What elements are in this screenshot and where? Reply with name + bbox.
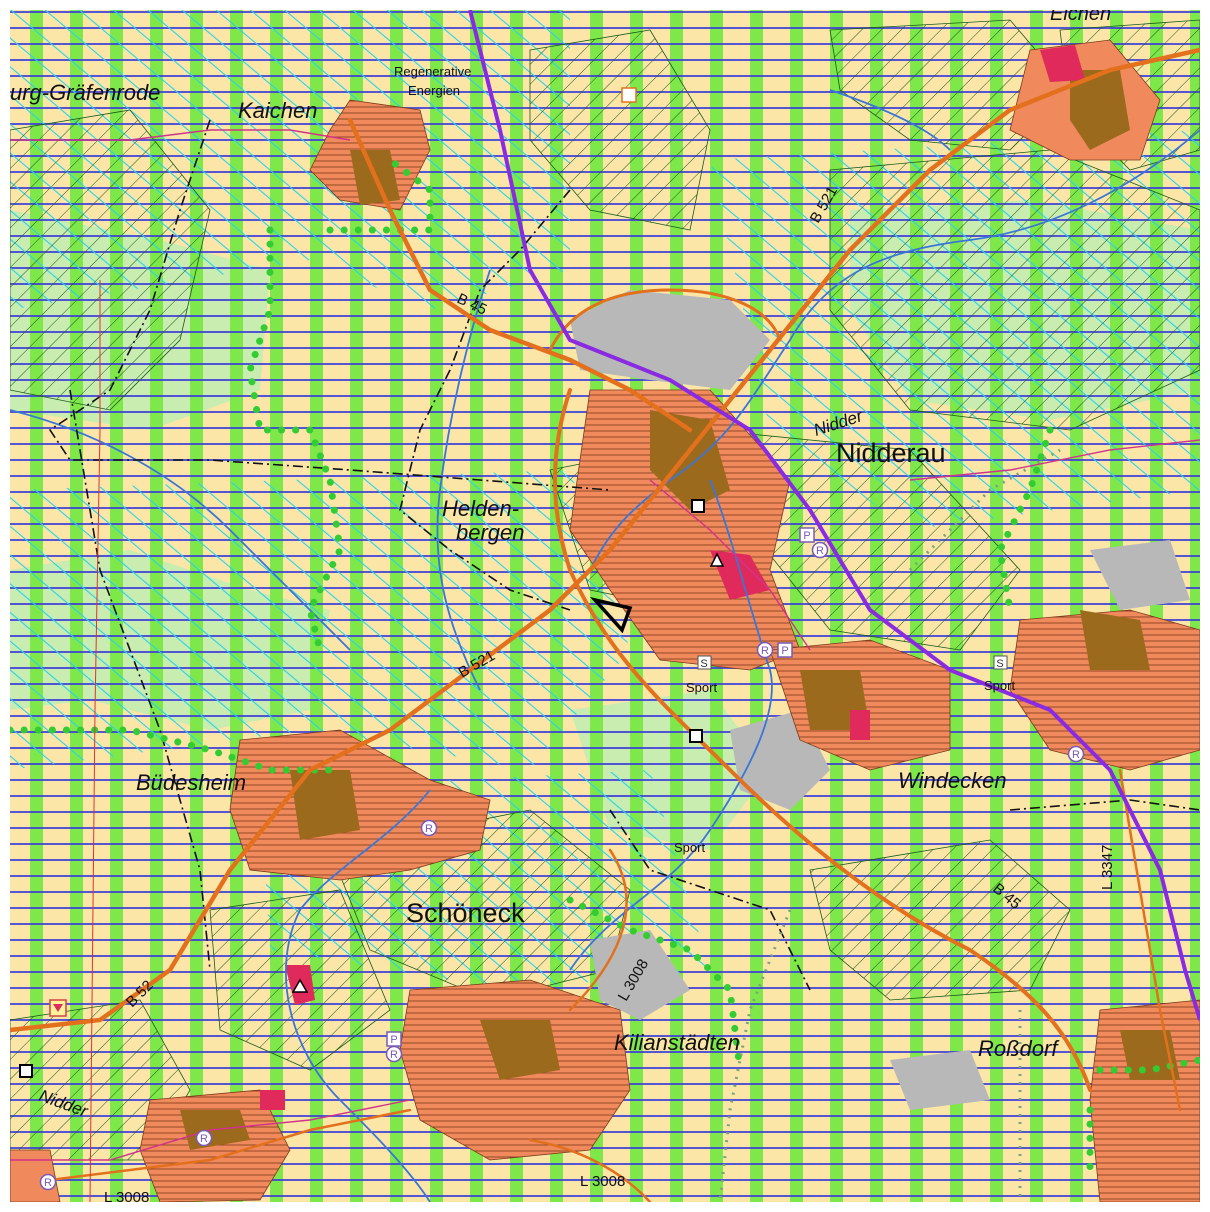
road-label-l3347: L 3347: [1099, 845, 1116, 890]
ride-icon: R: [1067, 745, 1085, 763]
svg-text:S: S: [996, 658, 1003, 670]
label-rossdorf: Roßdorf: [978, 1036, 1060, 1061]
road-label-l3008-sw: L 3008: [104, 1189, 149, 1202]
square-marker-icon: [691, 499, 705, 513]
ride-icon: R: [756, 641, 774, 659]
special-red-areas: [260, 45, 1085, 1110]
ride-icon: R: [39, 1173, 57, 1191]
svg-text:R: R: [390, 1049, 398, 1061]
triangle-marker-icon: [709, 552, 725, 567]
industrial-areas: [570, 290, 1190, 1110]
label-burg-graefenrode: urg-Gräfenrode: [10, 80, 160, 105]
svg-text:R: R: [200, 1133, 208, 1145]
label-budesheim: Büdesheim: [136, 770, 246, 795]
green-dotted-lines: [10, 156, 1200, 1184]
parking-icon: P: [799, 527, 815, 543]
sport-s-icon: S: [993, 655, 1008, 670]
svg-text:S: S: [700, 658, 707, 670]
svg-text:R: R: [44, 1177, 52, 1189]
village-cores: [180, 70, 1180, 1150]
gray-dotted-lines: [718, 448, 1061, 1202]
map-symbols: [19, 87, 725, 1078]
label-nidderau: Nidderau: [836, 438, 946, 468]
sport-s-icon: S: [697, 655, 712, 670]
square-marker-icon: [689, 729, 703, 743]
svg-text:R: R: [425, 823, 433, 835]
transit-badges: P R P R R R P R: [39, 527, 1085, 1191]
federal-roads: [10, 47, 1200, 1202]
label-schoeneck: Schöneck: [406, 898, 525, 928]
road-label-l3008-s: L 3008: [580, 1173, 625, 1190]
label-windecken: Windecken: [898, 768, 1007, 793]
svg-text:P: P: [781, 645, 788, 657]
ride-icon: R: [420, 819, 438, 837]
red-thin-road: [89, 280, 101, 1202]
admin-borders: [48, 119, 1200, 991]
ride-icon: R: [385, 1045, 403, 1063]
ride-icon: R: [811, 541, 829, 559]
label-kilianstaedten: Kilianstädten: [614, 1030, 740, 1055]
svg-text:P: P: [803, 530, 810, 542]
label-regenerative: Regenerative: [394, 64, 471, 79]
sport-labels: Sport Sport Sport: [674, 678, 1015, 855]
map-svg: P R P R R R P R: [10, 10, 1200, 1202]
ride-icon: R: [195, 1129, 213, 1147]
pink-lines: [10, 129, 1200, 1161]
label-heldenbergen-1: Helden-: [442, 496, 519, 521]
label-heldenbergen-2: bergen: [456, 520, 525, 545]
label-kaichen: Kaichen: [238, 98, 318, 123]
parking-icon: P: [386, 1031, 402, 1047]
label-eichen: Eichen: [1050, 10, 1111, 25]
label-sport-1: Sport: [686, 680, 717, 695]
parking-icon: P: [777, 642, 793, 658]
map-canvas[interactable]: P R P R R R P R: [10, 10, 1200, 1202]
square-marker-icon: [19, 1064, 33, 1078]
label-sport-3: Sport: [674, 840, 705, 855]
railway-line: [468, 10, 1200, 1021]
triangle-marker-icon: [291, 978, 309, 993]
label-sport-2: Sport: [984, 678, 1015, 693]
place-labels: urg-Gräfenrode Kaichen Regenerative Ener…: [10, 10, 1111, 1061]
svg-text:R: R: [1072, 749, 1080, 761]
svg-text:P: P: [390, 1034, 397, 1046]
energy-marker-icon: [621, 87, 637, 103]
svg-text:R: R: [816, 545, 824, 557]
svg-text:R: R: [761, 645, 769, 657]
highlighted-parcel[interactable]: [590, 597, 633, 634]
label-energien: Energien: [408, 83, 460, 98]
